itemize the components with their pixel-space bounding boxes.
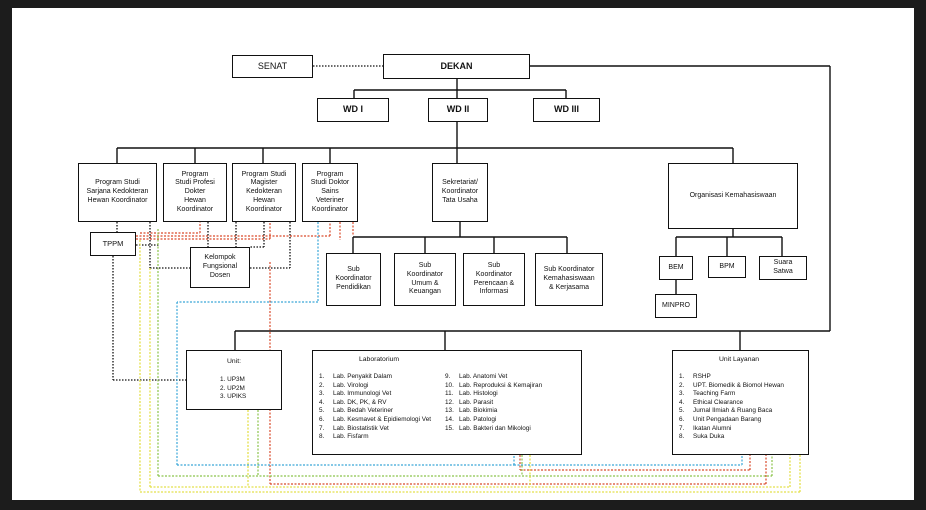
yellow-dotted-connectors [139, 240, 801, 493]
organisasi-kemahasiswaan-box: Organisasi Kemahasiswaan [668, 163, 798, 229]
lab-item: 14.Lab. Patologi [445, 415, 497, 423]
unit-layanan-title: Unit Layanan [719, 356, 760, 363]
wd3-box: WD III [533, 98, 600, 122]
blue-dotted-connectors [176, 222, 743, 466]
wd2-box: WD II [428, 98, 488, 122]
lab-item: 8.Lab. Fisfarm [319, 433, 369, 441]
organisasi-kemahasiswaan-label: Organisasi Kemahasiswaan [689, 191, 777, 199]
program-profesi-box: Program Studi Profesi Dokter Hewan Koord… [163, 163, 227, 222]
laboratorium-box: Laboratorium 1.Lab. Penyakit Dalam 2.Lab… [312, 350, 582, 455]
program-sarjana-box: Program Studi Sarjana Kedokteran Hewan K… [78, 163, 157, 222]
unit-layanan-box: Unit Layanan 1.RSHP 2.UPT. Biomedik & Bi… [672, 350, 809, 455]
layanan-item: 8.Suka Duka [679, 433, 725, 441]
senat-box: SENAT [232, 55, 313, 78]
layanan-item: 3.Teaching Farm [679, 390, 736, 398]
tppm-label: TPPM [102, 239, 124, 249]
unit-item: 2. UP2M [220, 384, 245, 392]
program-magister-label: Program Studi Magister Kedokteran Hewan … [241, 170, 287, 213]
laboratorium-list-right: 9.Lab. Anatomi Vet 10.Lab. Reproduksi & … [445, 373, 542, 433]
tppm-box: TPPM [90, 232, 136, 256]
sub-umum-keuangan-box: Sub Koordinator Umum & Keuangan [394, 253, 456, 306]
lab-item: 6.Lab. Kesmavet & Epidiemologi Vet [319, 415, 432, 423]
lab-item: 11.Lab. Histologi [445, 390, 498, 398]
bpm-box: BPM [708, 256, 746, 278]
lab-item: 3.Lab. Immunologi Vet [319, 390, 392, 398]
program-doktor-label: Program Studi Doktor Sains Veteriner Koo… [310, 170, 350, 213]
unit-item: 3. UPIKS [220, 393, 247, 401]
lab-item: 12.Lab. Parasit [445, 398, 494, 406]
lab-item: 10.Lab. Reproduksi & Kemajiran [445, 381, 543, 389]
senat-label: SENAT [257, 60, 288, 71]
laboratorium-title: Laboratorium [359, 356, 400, 363]
layanan-item: 7.Ikatan Alumni [679, 424, 732, 432]
unit-title: Unit: [227, 358, 241, 365]
lab-item: 4.Lab. DK, PK, & RV [319, 398, 387, 406]
sub-perencanaan-box: Sub Koordinator Perencaan & Informasi [463, 253, 525, 306]
layanan-item: 6.Unit Pengadaan Barang [679, 415, 762, 423]
program-profesi-label: Program Studi Profesi Dokter Hewan Koord… [175, 170, 215, 213]
solid-connectors [116, 65, 831, 350]
program-doktor-box: Program Studi Doktor Sains Veteriner Koo… [302, 163, 358, 222]
lab-item: 13.Lab. Biokimia [445, 407, 498, 415]
lab-item: 1.Lab. Penyakit Dalam [319, 373, 392, 380]
wd1-label: WD I [343, 104, 363, 115]
layanan-item: 1.RSHP [679, 373, 711, 380]
lab-item: 2.Lab. Virologi [319, 381, 369, 389]
program-magister-box: Program Studi Magister Kedokteran Hewan … [232, 163, 296, 222]
minpro-box: MINPRO [655, 294, 697, 318]
red-dotted-connectors [136, 222, 767, 485]
unit-layanan-list: 1.RSHP 2.UPT. Biomedik & Biomol Hewan 3.… [679, 373, 784, 442]
suara-satwa-label: Suara Satwa [773, 259, 793, 275]
layanan-item: 5.Jurnal Ilmiah & Ruang Baca [679, 407, 773, 415]
lab-item: 7.Lab. Biostatistik Vet [319, 424, 389, 432]
sub-pendidikan-label: Sub Koordinator Pendidikan [335, 266, 372, 291]
green-dotted-connectors [157, 229, 773, 477]
program-sarjana-label: Program Studi Sarjana Kedokteran Hewan K… [86, 179, 149, 204]
lab-item: 5.Lab. Bedah Veteriner [319, 407, 394, 415]
sekretariat-box: Sekretariat/ Koordinator Tata Usaha [432, 163, 488, 222]
lab-item: 9.Lab. Anatomi Vet [445, 373, 508, 380]
sub-kemahasiswaan-label: Sub Koordinator Kemahasiswaan & Kerjasam… [543, 266, 595, 291]
kelompok-fungsional-box: Kelompok Fungsional Dosen [190, 247, 250, 288]
dekan-label: DEKAN [440, 60, 473, 71]
minpro-label: MINPRO [662, 301, 690, 309]
layanan-item: 2.UPT. Biomedik & Biomol Hewan [679, 381, 784, 389]
sub-pendidikan-box: Sub Koordinator Pendidikan [326, 253, 381, 306]
wd3-label: WD III [554, 104, 579, 115]
suara-satwa-box: Suara Satwa [759, 256, 807, 280]
sub-umum-keuangan-label: Sub Koordinator Umum & Keuangan [406, 262, 444, 296]
sub-perencanaan-label: Sub Koordinator Perencaan & Informasi [473, 262, 515, 296]
bpm-label: BPM [719, 262, 735, 270]
laboratorium-list-left: 1.Lab. Penyakit Dalam 2.Lab. Virologi 3.… [319, 373, 431, 442]
wd2-label: WD II [446, 104, 470, 115]
dekan-box: DEKAN [383, 54, 530, 79]
kelompok-fungsional-label: Kelompok Fungsional Dosen [202, 254, 238, 279]
bem-label: BEM [668, 263, 684, 271]
wd1-box: WD I [317, 98, 389, 122]
unit-box: Unit: 1. UP3M 2. UP2M 3. UPIKS [186, 350, 282, 410]
unit-list: 1. UP3M 2. UP2M 3. UPIKS [220, 376, 246, 402]
lab-item: 15.Lab. Bakteri dan Mikologi [445, 424, 531, 432]
unit-item: 1. UP3M [220, 376, 245, 383]
sekretariat-label: Sekretariat/ Koordinator Tata Usaha [441, 179, 479, 204]
bem-box: BEM [659, 256, 693, 280]
layanan-item: 4.Ethical Clearance [679, 398, 744, 406]
sub-kemahasiswaan-box: Sub Koordinator Kemahasiswaan & Kerjasam… [535, 253, 603, 306]
